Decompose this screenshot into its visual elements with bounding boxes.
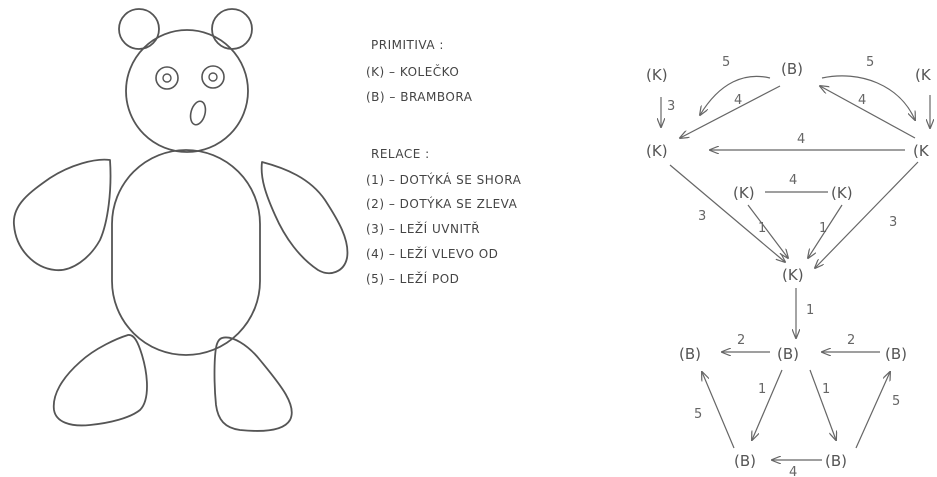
edge-label: 1 bbox=[758, 382, 766, 397]
edge-label: 4 bbox=[789, 173, 797, 188]
edge-label: 5 bbox=[694, 407, 702, 422]
node-b-top: (B) bbox=[781, 60, 803, 78]
bear-left-pupil bbox=[163, 74, 171, 82]
primitives-title: PRIMITIVA : bbox=[371, 38, 444, 52]
edge-label: 1 bbox=[806, 303, 814, 318]
edge-label: 2 bbox=[847, 333, 855, 348]
edge-label: 4 bbox=[797, 132, 805, 147]
relation-1: (1) – DOTÝKÁ SE SHORA bbox=[366, 172, 522, 187]
relation-graph-nodes: (K) (B) (K (K) (K (K) (K) (K) (B) (B) (B… bbox=[646, 60, 932, 470]
edge-bmid-to-bottomleft bbox=[752, 370, 782, 440]
relations-title: RELACE : bbox=[371, 147, 430, 161]
edge-midleft-to-center bbox=[748, 205, 788, 258]
edge-label: 1 bbox=[758, 221, 766, 236]
edge-label: 3 bbox=[698, 209, 706, 224]
node-k-mid-right: (K) bbox=[831, 184, 853, 202]
bear-head bbox=[126, 30, 248, 152]
node-k-right: (K bbox=[913, 142, 930, 160]
node-k-center: (K) bbox=[782, 266, 804, 284]
node-b-mid-left: (B) bbox=[679, 345, 701, 363]
edge-b-to-left bbox=[680, 86, 780, 138]
node-k-mid-left: (K) bbox=[733, 184, 755, 202]
node-b-mid-right: (B) bbox=[885, 345, 907, 363]
edge-label: 1 bbox=[822, 382, 830, 397]
edge-right-to-b bbox=[820, 86, 915, 138]
edge-label: 4 bbox=[858, 93, 866, 108]
edge-bottomleft-up bbox=[702, 372, 734, 448]
bear-right-pupil bbox=[209, 73, 217, 81]
bear-right-arm bbox=[262, 162, 348, 273]
edge-label: 2 bbox=[737, 333, 745, 348]
bear-right-leg bbox=[215, 337, 292, 431]
bear-left-arm bbox=[14, 160, 111, 271]
bear-mouth bbox=[188, 100, 208, 127]
edge-label: 5 bbox=[722, 55, 730, 70]
edge-label: 4 bbox=[734, 93, 742, 108]
relation-2: (2) – DOTÝKA SE ZLEVA bbox=[366, 196, 518, 211]
edge-bottomright-up bbox=[856, 372, 890, 448]
edge-top-right-curve bbox=[822, 76, 915, 120]
node-b-bottom-left: (B) bbox=[734, 452, 756, 470]
primitive-k: (K) – KOLEČKO bbox=[366, 64, 459, 79]
edge-label: 1 bbox=[819, 221, 827, 236]
primitive-b: (B) – BRAMBORA bbox=[366, 90, 473, 104]
edge-label: 5 bbox=[892, 394, 900, 409]
edge-label: 5 bbox=[866, 55, 874, 70]
legend: PRIMITIVA : (K) – KOLEČKO (B) – BRAMBORA… bbox=[366, 38, 522, 286]
edge-label: 4 bbox=[789, 465, 797, 477]
bear-left-ear bbox=[119, 9, 159, 49]
node-k-top-left: (K) bbox=[646, 66, 668, 84]
node-b-bottom-right: (B) bbox=[825, 452, 847, 470]
edge-label: 3 bbox=[889, 215, 897, 230]
relation-5: (5) – LEŽÍ POD bbox=[366, 271, 459, 286]
bear-left-eye bbox=[156, 67, 178, 89]
relation-3: (3) – LEŽÍ UVNITŘ bbox=[366, 221, 480, 236]
bear-left-leg bbox=[54, 335, 147, 426]
edge-bmid-to-bottomright bbox=[810, 370, 836, 440]
bear-right-ear bbox=[212, 9, 252, 49]
teddy-bear-drawing bbox=[14, 9, 348, 431]
node-k-left: (K) bbox=[646, 142, 668, 160]
edge-label: 3 bbox=[667, 99, 675, 114]
node-b-mid: (B) bbox=[777, 345, 799, 363]
edge-right-to-center bbox=[815, 162, 918, 268]
bear-body bbox=[112, 150, 260, 355]
relation-4: (4) – LEŽÍ VLEVO OD bbox=[366, 246, 498, 261]
node-k-top-right: (K bbox=[915, 66, 932, 84]
edge-left-to-center bbox=[670, 165, 785, 262]
bear-right-eye bbox=[202, 66, 224, 88]
